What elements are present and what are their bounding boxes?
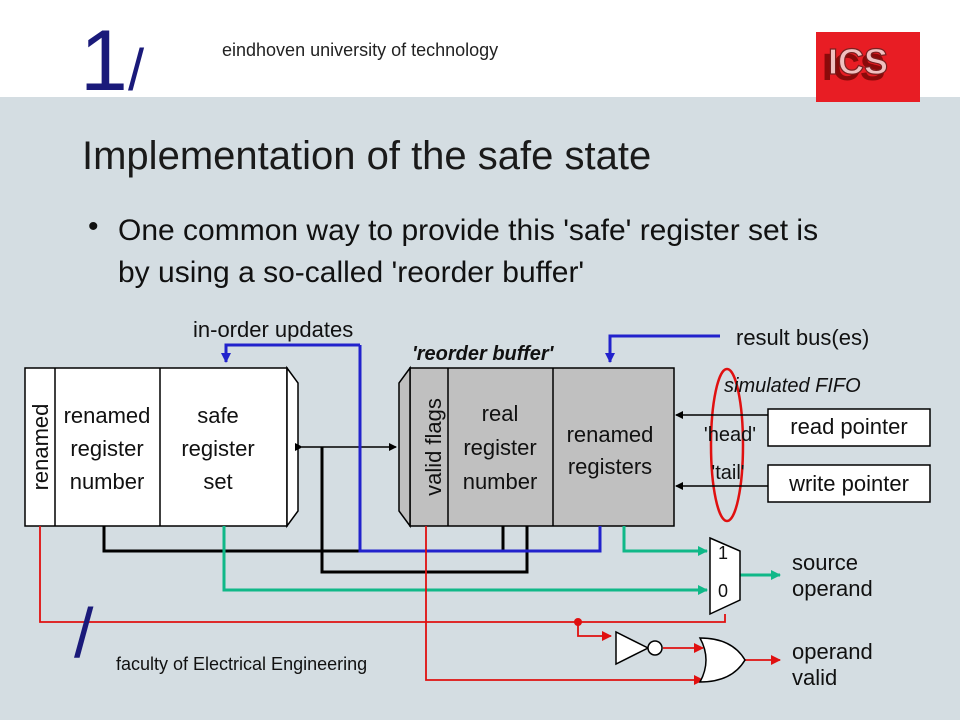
read-pointer-label: read pointer bbox=[790, 414, 907, 439]
source-operand-line-2: operand bbox=[792, 576, 873, 601]
faculty-name: faculty of Electrical Engineering bbox=[116, 654, 368, 674]
mux-shape bbox=[709, 536, 741, 616]
real-register-number-line-2: register bbox=[463, 435, 536, 460]
safe-register-set-line-3: set bbox=[203, 469, 232, 494]
renamed-registers-line-1: renamed bbox=[567, 422, 654, 447]
reorder-buffer-label: 'reorder buffer' bbox=[412, 343, 555, 365]
header-band bbox=[0, 0, 960, 97]
operand-valid-line-1: operand bbox=[792, 639, 873, 664]
tue-logo-slash: / bbox=[128, 38, 145, 103]
bullet-text: One common way to provide this 'safe' re… bbox=[118, 214, 819, 289]
left-block-bevel bbox=[286, 365, 299, 529]
inverter-bubble bbox=[647, 640, 663, 656]
source-operand-line-1: source bbox=[792, 550, 858, 575]
real-register-number-line-3: number bbox=[463, 469, 538, 494]
left-register-block bbox=[24, 367, 288, 527]
tail-label: 'tail' bbox=[711, 462, 744, 484]
renamed-registers-line-2: registers bbox=[568, 454, 652, 479]
in-order-updates-label: in-order updates bbox=[193, 317, 353, 342]
read-pointer-box bbox=[767, 408, 931, 447]
in-order-updates-arrow bbox=[221, 343, 360, 363]
renamed-register-number-line-3: number bbox=[70, 469, 145, 494]
in-order-update-wire bbox=[358, 345, 602, 553]
simulated-fifo-label: simulated FIFO bbox=[724, 375, 861, 397]
reorder-buffer-block bbox=[409, 367, 675, 527]
reorder-buffer-bevel bbox=[398, 365, 411, 529]
write-pointer-label: write pointer bbox=[788, 471, 909, 496]
left-renamed-vertical-label: renamed bbox=[28, 404, 53, 491]
result-bus-label: result bus(es) bbox=[736, 325, 869, 350]
renamed-register-number-line-2: register bbox=[70, 436, 143, 461]
operand-valid-line-2: valid bbox=[792, 665, 837, 690]
ics-logo: ICS ICS bbox=[816, 32, 920, 102]
slide-title: Implementation of the safe state bbox=[82, 134, 652, 178]
inverter-gate bbox=[615, 630, 650, 666]
ics-logo-graphic: ICS ICS bbox=[822, 40, 889, 89]
result-bus-arrow bbox=[605, 334, 720, 363]
real-register-number-line-1: real bbox=[482, 401, 519, 426]
write-pointer-box bbox=[767, 464, 931, 503]
renamed-register-to-mux bbox=[622, 526, 708, 556]
ics-logo-shadow: ICS bbox=[822, 47, 885, 89]
or-gate bbox=[698, 637, 746, 683]
register-number-bus bbox=[102, 526, 505, 553]
tue-logo-slash-bottom: / bbox=[74, 594, 94, 672]
ics-logo-text: ICS bbox=[828, 41, 888, 82]
mux-select-wire bbox=[578, 614, 726, 623]
valid-flags-label: valid flags bbox=[421, 398, 446, 496]
mux-input-0-label: 0 bbox=[718, 581, 728, 601]
renamed-flag-wire bbox=[39, 526, 612, 641]
mux-input-1-label: 1 bbox=[718, 543, 728, 563]
university-name: eindhoven university of technology bbox=[222, 40, 499, 60]
safe-set-read-bus bbox=[320, 447, 529, 574]
renamed-register-number-line-1: renamed bbox=[64, 403, 151, 428]
bullet-marker: • bbox=[88, 210, 99, 243]
safe-register-set-line-2: register bbox=[181, 436, 254, 461]
head-label: 'head' bbox=[704, 424, 756, 446]
simulated-fifo-loop bbox=[709, 367, 745, 523]
safe-register-to-mux bbox=[222, 526, 708, 595]
safe-register-set-line-1: safe bbox=[197, 403, 239, 428]
tue-logo-one: 1 bbox=[80, 13, 128, 109]
valid-flag-wire bbox=[425, 526, 704, 685]
